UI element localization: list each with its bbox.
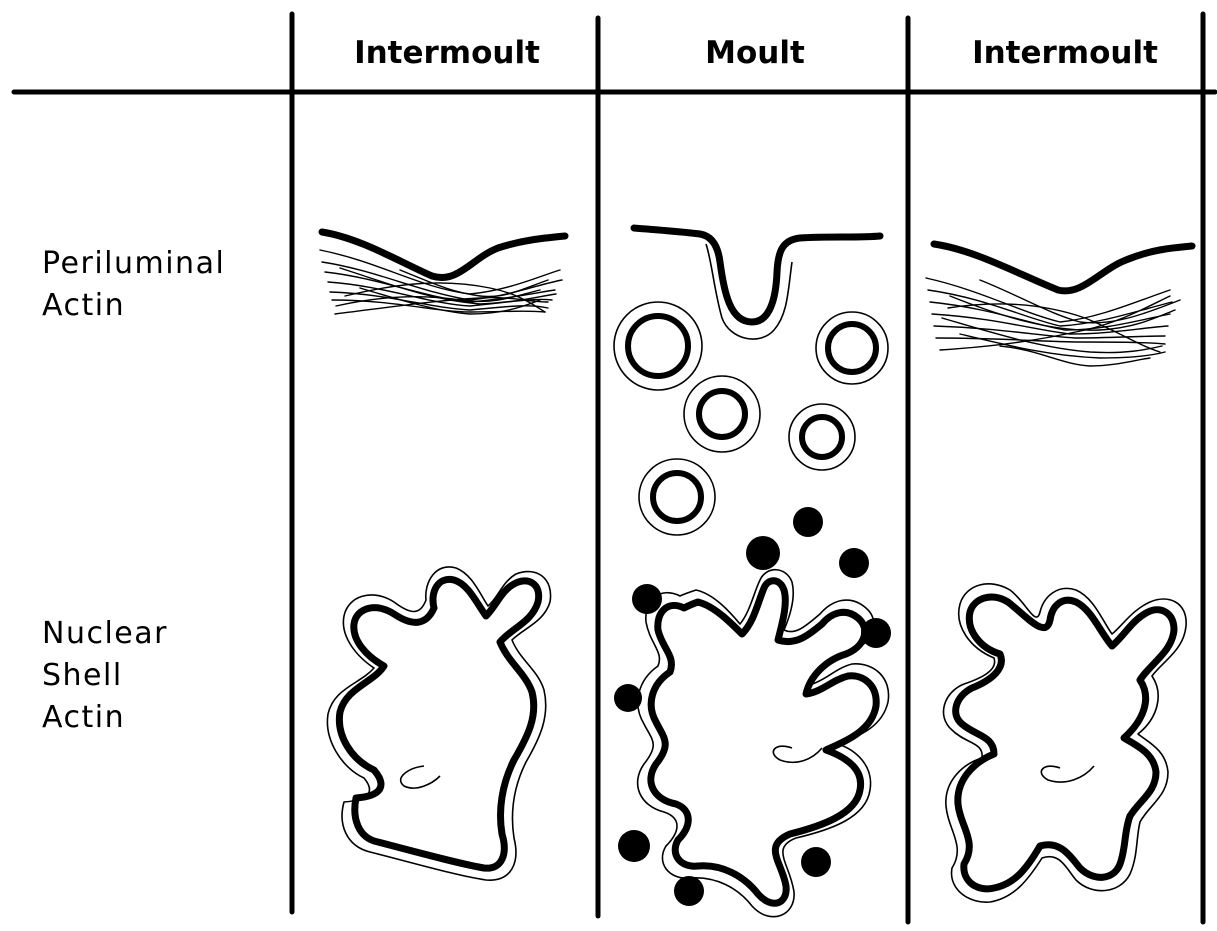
nuclear-shell-intermoult-right: [943, 584, 1186, 902]
nuclear-shell-fold: [1041, 766, 1094, 782]
actin-droplet: [793, 507, 823, 537]
nuclear-shell-outline: [638, 570, 889, 917]
nuclear-shell-actin-layer: [339, 579, 538, 868]
column-header-moult: Moult: [705, 35, 805, 71]
nuclear-shell-fold: [773, 746, 822, 762]
actin-droplet: [861, 618, 891, 648]
column-header-intermoult-1: Intermoult: [354, 35, 540, 71]
luminal-membrane: [934, 244, 1192, 291]
nuclear-shell-actin-layer: [651, 581, 876, 904]
periluminal-actin-intermoult-right: [926, 244, 1192, 366]
actin-droplet: [618, 830, 650, 862]
periluminal-actin-intermoult-left: [320, 232, 565, 314]
actin-vesicle: [816, 312, 888, 384]
actin-vesicle: [789, 404, 855, 470]
row-label-nuclear: Nuclear: [42, 616, 168, 651]
periluminal-actin-moult: [614, 228, 888, 535]
nuclear-shell-actin-layer: [956, 597, 1174, 889]
row-label-shell: Shell: [42, 658, 123, 693]
actin-droplet: [632, 584, 662, 614]
nuclear-shell-fold: [401, 766, 440, 788]
actin-vesicle: [614, 302, 702, 390]
row-label-periluminal-actin: Actin: [42, 288, 125, 323]
table-grid: [14, 14, 1215, 922]
row-label-nuclear-shell-actin: Actin: [42, 700, 125, 735]
actin-vesicle: [684, 376, 760, 452]
actin-droplet: [614, 684, 642, 712]
nuclear-shell-moult: [614, 507, 891, 917]
actin-droplet: [674, 876, 704, 906]
actin-droplet: [746, 536, 780, 570]
nuclear-shell-intermoult-left: [327, 567, 550, 880]
luminal-membrane-invaginated: [634, 228, 880, 322]
column-header-intermoult-2: Intermoult: [972, 35, 1158, 71]
actin-filament-bundle: [320, 250, 562, 314]
row-label-periluminal: Periluminal: [42, 246, 225, 281]
actin-droplet: [839, 548, 869, 578]
luminal-membrane: [322, 232, 565, 278]
actin-vesicle: [639, 459, 715, 535]
actin-droplet: [801, 847, 831, 877]
